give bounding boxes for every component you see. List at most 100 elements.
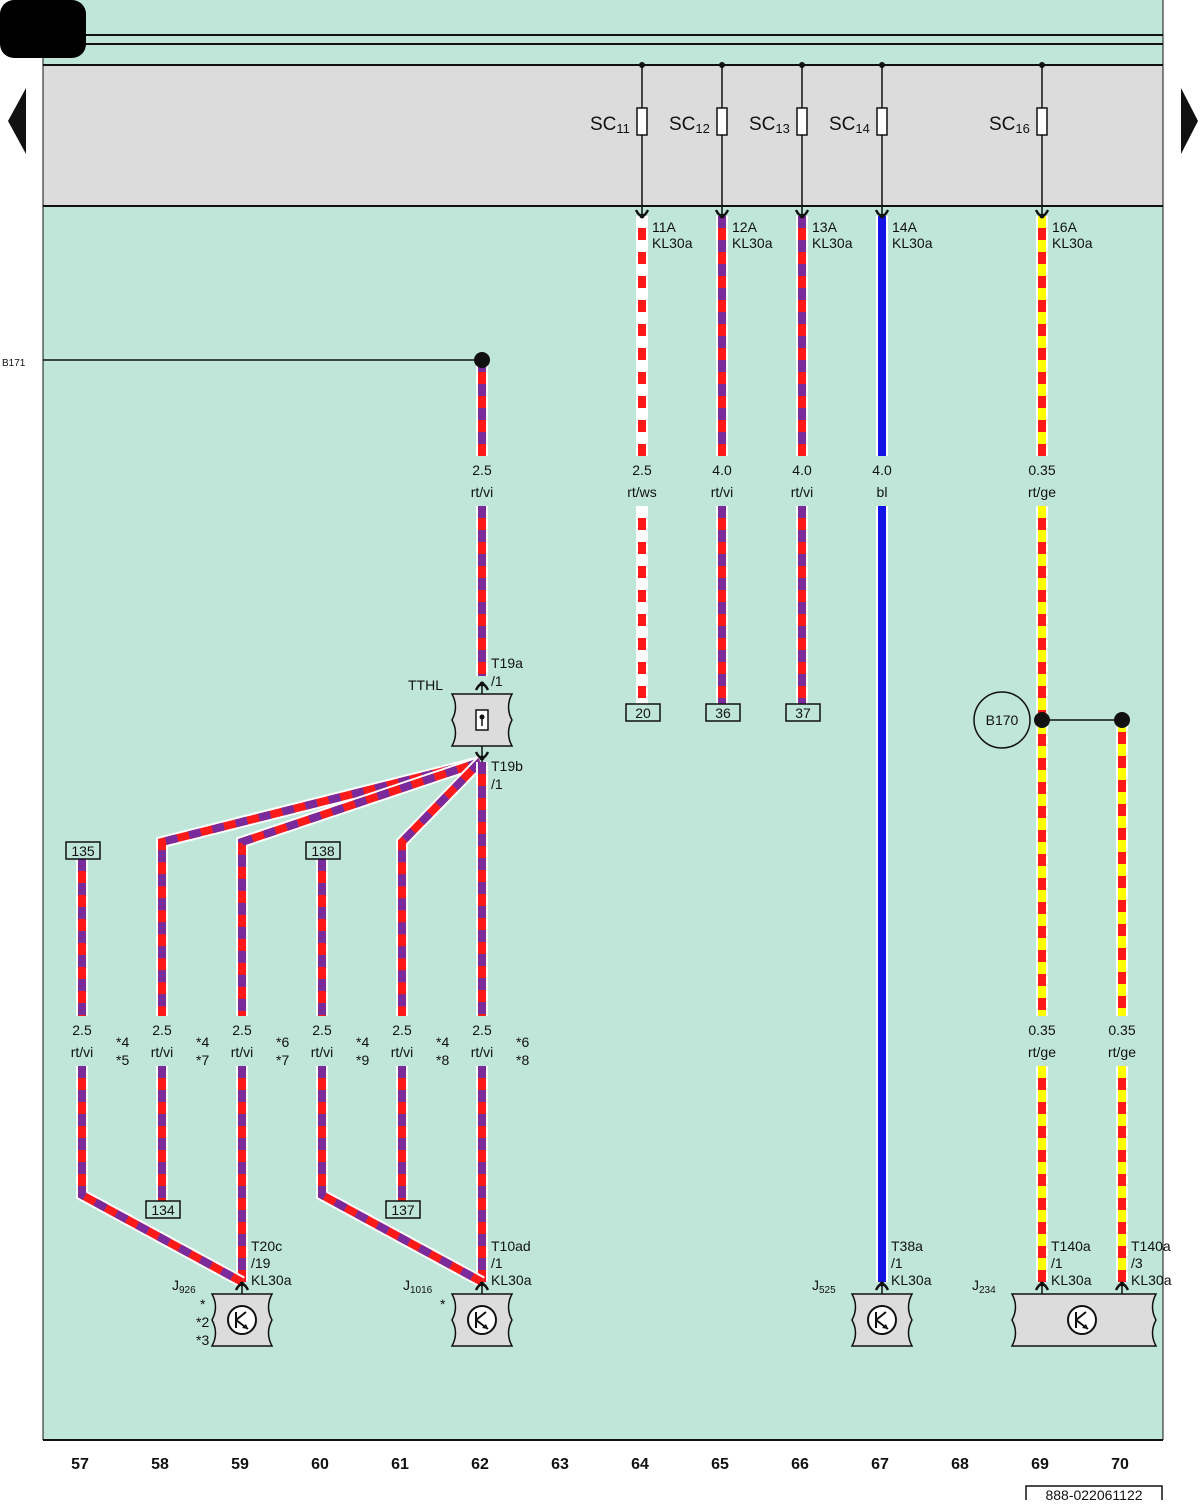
footnote-58: *4*7 [196, 1034, 209, 1068]
svg-text:T140a: T140a [1131, 1238, 1171, 1254]
svg-text:20: 20 [635, 705, 651, 721]
wire-label-69-bottom: 0.35 rt/ge [1028, 1022, 1056, 1060]
label-j525: J525 [812, 1277, 836, 1296]
svg-text:*8: *8 [516, 1052, 529, 1068]
svg-text:rt/ge: rt/ge [1108, 1044, 1136, 1060]
ref-box-134: 134 [145, 1200, 181, 1219]
svg-text:135: 135 [71, 843, 95, 859]
wire-fan-61 [396, 757, 485, 1016]
svg-text:4.0: 4.0 [712, 462, 732, 478]
column-69: 69 [1031, 1456, 1049, 1473]
column-66: 66 [791, 1456, 809, 1473]
pin-fork-fuse-4 [1034, 209, 1050, 219]
column-64: 64 [631, 1456, 649, 1473]
ref-box-20: 20 [625, 703, 661, 722]
svg-text:888-022061122: 888-022061122 [1045, 1487, 1142, 1500]
splice-dot-b170 [1034, 712, 1050, 728]
svg-text:rt/vi: rt/vi [791, 484, 814, 500]
svg-text:13A: 13A [812, 219, 838, 235]
svg-text:B170: B170 [986, 712, 1019, 728]
svg-text:rt/vi: rt/vi [391, 1044, 414, 1060]
footnote-57: *4*5 [116, 1034, 129, 1068]
footnote-59: *6*7 [276, 1034, 289, 1068]
column-57: 57 [71, 1456, 89, 1473]
svg-text:KL30a: KL30a [892, 235, 933, 251]
svg-text:/19: /19 [251, 1255, 271, 1271]
control-unit-icon [867, 1305, 897, 1335]
svg-text:/3: /3 [1131, 1255, 1143, 1271]
svg-text:2.5: 2.5 [312, 1022, 332, 1038]
svg-text:*7: *7 [196, 1052, 209, 1068]
svg-text:*: * [200, 1296, 206, 1312]
tthl-connector: TTHL [408, 677, 514, 747]
svg-text:12A: 12A [732, 219, 758, 235]
column-61: 61 [391, 1456, 409, 1473]
svg-text:0.35: 0.35 [1028, 1022, 1055, 1038]
svg-text:rt/vi: rt/vi [311, 1044, 334, 1060]
ref-box-135: 135 [65, 841, 101, 860]
ref-box-137: 137 [385, 1200, 421, 1219]
wire-label-60: 2.5 rt/vi [311, 1022, 334, 1060]
svg-text:rt/vi: rt/vi [151, 1044, 174, 1060]
wire-fan-59 [236, 756, 482, 1016]
svg-text:rt/ge: rt/ge [1028, 1044, 1056, 1060]
svg-text:0.35: 0.35 [1108, 1022, 1135, 1038]
svg-text:134: 134 [151, 1202, 175, 1218]
control-unit-icon [227, 1305, 257, 1335]
wire-layer [76, 209, 1130, 1294]
svg-text:2.5: 2.5 [472, 462, 492, 478]
svg-text:*3: *3 [196, 1332, 209, 1348]
column-60: 60 [311, 1456, 329, 1473]
fuse-symbol-0 [636, 62, 648, 214]
pin-fork-fuse-1 [714, 209, 730, 219]
wire-57-b [76, 1066, 245, 1288]
svg-text:rt/vi: rt/vi [71, 1044, 94, 1060]
svg-text:4.0: 4.0 [792, 462, 812, 478]
column-numbers: 57 58 59 60 61 62 63 64 65 66 67 68 69 7… [71, 1456, 1129, 1473]
svg-text:rt/vi: rt/vi [231, 1044, 254, 1060]
svg-text:*4: *4 [436, 1034, 449, 1050]
module-j1016: J1016 * [403, 1277, 514, 1347]
connector-t19b: T19b/1 [491, 758, 523, 792]
wire-label-59: 2.5rt/vi [231, 1022, 254, 1060]
svg-text:SC12: SC12 [669, 114, 710, 136]
svg-text:SC16: SC16 [989, 114, 1030, 136]
wire-label-58: 2.5 rt/vi [151, 1022, 174, 1060]
svg-text:138: 138 [311, 843, 335, 859]
svg-text:14A: 14A [892, 219, 918, 235]
svg-text:SC11: SC11 [590, 114, 630, 136]
module-j525: J525 [812, 1277, 914, 1347]
control-unit-icon [467, 1305, 497, 1335]
page-corner-tab [0, 0, 86, 58]
fuse-panel [43, 65, 1163, 206]
label-b171: B171 [2, 358, 26, 369]
column-70: 70 [1111, 1456, 1129, 1473]
ref-box-138: 138 [305, 841, 341, 860]
splice-dot-b171 [474, 352, 490, 368]
pin-fork-fuse-2 [794, 209, 810, 219]
svg-text:SC13: SC13 [749, 114, 790, 136]
footnote-60: *4*9 [356, 1034, 369, 1068]
next-page-arrow-icon[interactable] [1181, 88, 1198, 154]
wire-label-57: 2.5rt/vi [71, 1022, 94, 1060]
column-59: 59 [231, 1456, 249, 1473]
svg-text:KL30a: KL30a [251, 1272, 292, 1288]
module-j926: J926 * *2 *3 [172, 1277, 274, 1348]
svg-text:T10ad: T10ad [491, 1238, 531, 1254]
wire-label-66: 4.0 rt/vi [791, 462, 814, 500]
ref-box-37: 37 [785, 703, 821, 722]
svg-text:/1: /1 [491, 673, 503, 689]
column-67: 67 [871, 1456, 889, 1473]
prev-page-arrow-icon[interactable] [8, 88, 26, 154]
svg-text:rt/ge: rt/ge [1028, 484, 1056, 500]
svg-text:*8: *8 [436, 1052, 449, 1068]
svg-text:137: 137 [391, 1202, 415, 1218]
svg-text:*5: *5 [116, 1052, 129, 1068]
svg-text:T19b: T19b [491, 758, 523, 774]
wire-label-62-bottom: 2.5rt/vi [471, 1022, 494, 1060]
svg-text:2.5: 2.5 [152, 1022, 172, 1038]
pin-fork-t19b [474, 751, 490, 761]
